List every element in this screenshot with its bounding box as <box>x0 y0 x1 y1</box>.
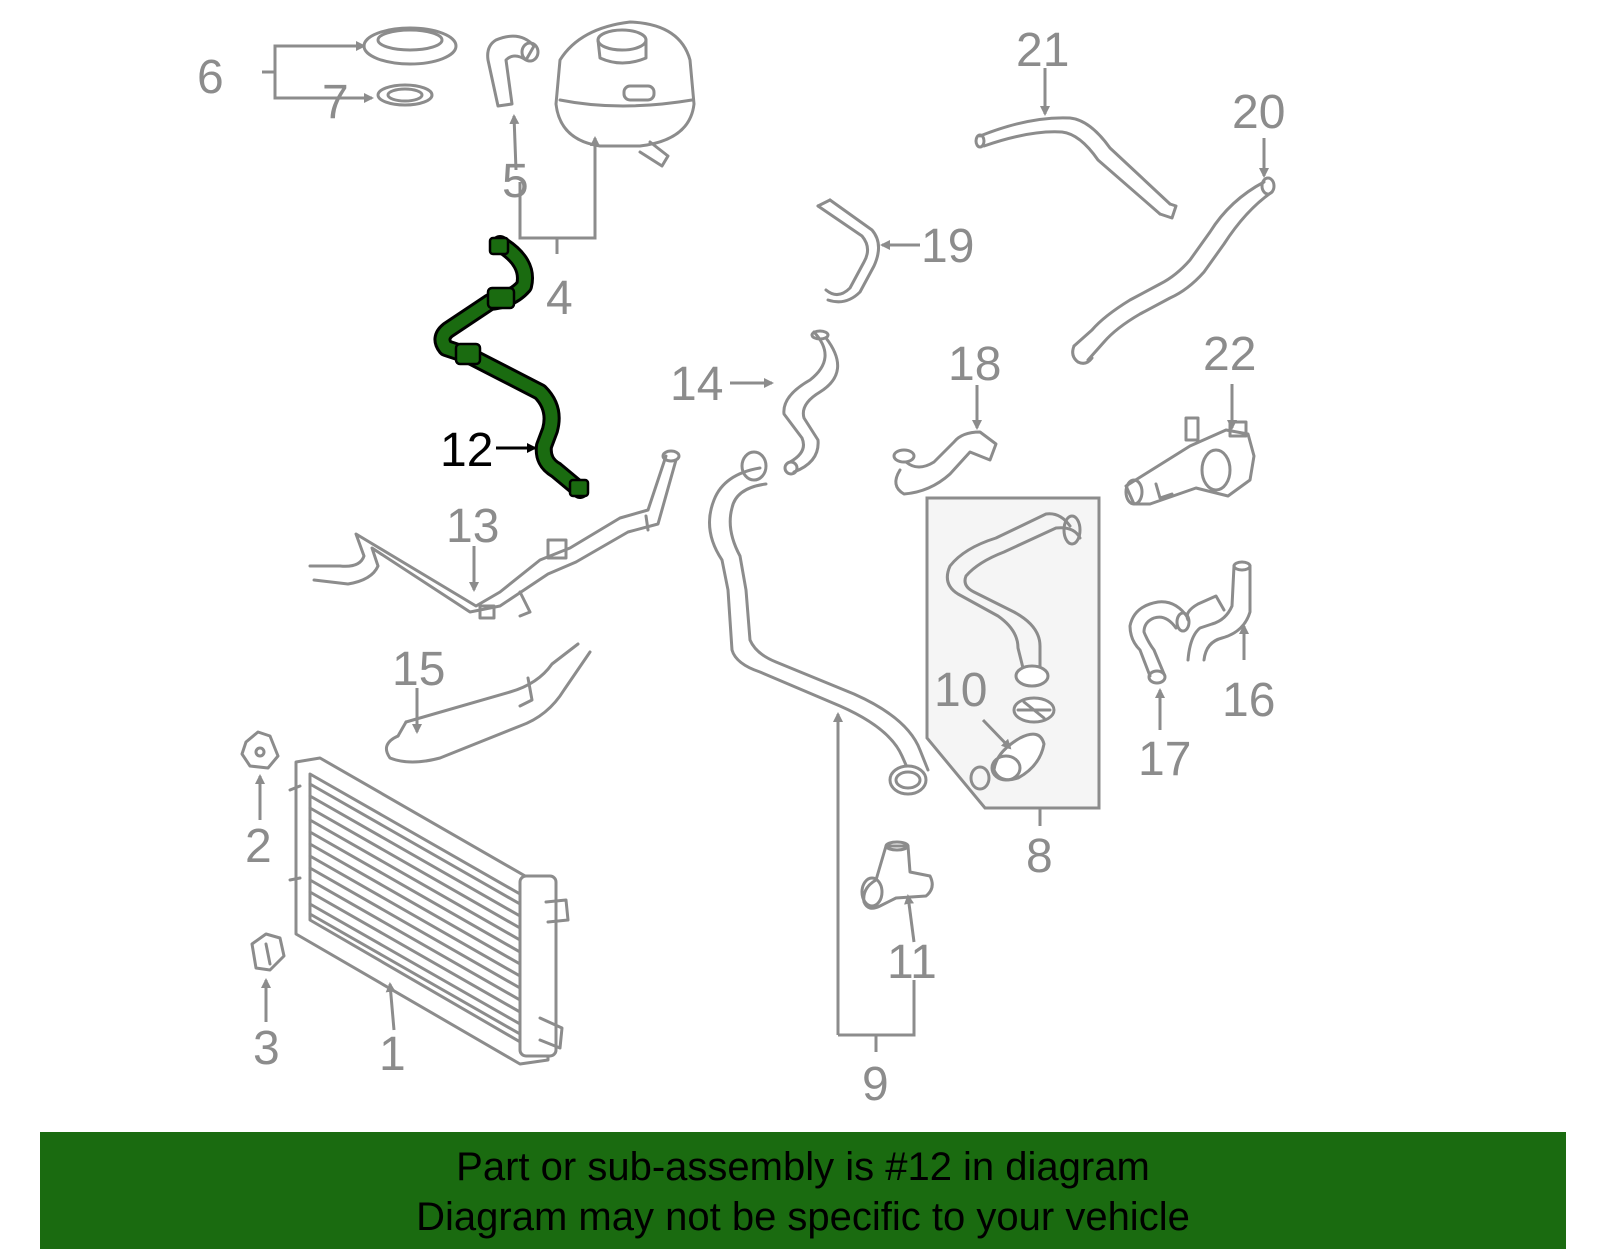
callout-10: 10 <box>934 664 987 717</box>
leader-1 <box>385 982 396 1031</box>
part-1-radiator[interactable] <box>288 756 570 1066</box>
part-7-seal[interactable] <box>376 83 434 107</box>
callout-16: 16 <box>1222 674 1275 727</box>
part-20-hose[interactable] <box>1071 176 1276 365</box>
callout-17: 17 <box>1138 733 1191 786</box>
part-15-hose[interactable] <box>384 642 592 764</box>
callout-12: 12 <box>440 424 493 477</box>
callout-3: 3 <box>253 1022 280 1075</box>
part-4-reservoir[interactable] <box>554 20 696 168</box>
leader-10 <box>981 718 1012 750</box>
callout-15: 15 <box>392 643 445 696</box>
callout-13: 13 <box>446 500 499 553</box>
part-16-hose[interactable] <box>1185 560 1252 662</box>
callout-21: 21 <box>1016 24 1069 77</box>
part-22-housing[interactable] <box>1124 416 1256 506</box>
callout-4: 4 <box>546 272 573 325</box>
part-18-hose[interactable] <box>892 430 998 496</box>
banner-line-2: Diagram may not be specific to your vehi… <box>416 1195 1190 1239</box>
part-13-pipe[interactable] <box>308 449 681 620</box>
callout-8: 8 <box>1026 830 1053 883</box>
leader-4 <box>518 136 600 254</box>
callout-5: 5 <box>502 155 529 208</box>
callout-18: 18 <box>948 338 1001 391</box>
callout-19: 19 <box>921 220 974 273</box>
part-5-elbow[interactable] <box>486 34 540 108</box>
leader-6-7 <box>262 41 374 103</box>
part-2-bracket[interactable] <box>240 730 280 770</box>
banner-line-1: Part or sub-assembly is #12 in diagram <box>456 1145 1150 1189</box>
part-8-kit[interactable] <box>925 496 1101 810</box>
part-21-hose[interactable] <box>974 116 1178 220</box>
banner-background <box>40 1132 1566 1249</box>
callout-14: 14 <box>670 358 723 411</box>
info-banner: Part or sub-assembly is #12 in diagram D… <box>40 1132 1566 1249</box>
callout-2: 2 <box>245 820 272 873</box>
callout-22: 22 <box>1203 328 1256 381</box>
callout-7: 7 <box>322 76 349 129</box>
part-17-hose[interactable] <box>1128 600 1191 685</box>
part-6-cap[interactable] <box>362 26 458 66</box>
part-3-bracket[interactable] <box>250 932 286 972</box>
callout-9: 9 <box>862 1058 889 1111</box>
part-11-flange[interactable] <box>860 840 934 910</box>
part-9-hose[interactable] <box>708 450 930 796</box>
leader-5 <box>509 114 520 171</box>
part-14-hose[interactable] <box>782 329 840 476</box>
leader-9 <box>833 712 916 1052</box>
part-12-hose-highlighted[interactable] <box>433 235 590 499</box>
part-19-hose[interactable] <box>816 198 880 304</box>
callout-6: 6 <box>197 51 224 104</box>
leader-11 <box>904 894 916 943</box>
callout-20: 20 <box>1232 86 1285 139</box>
callout-11: 11 <box>887 936 937 989</box>
callout-1: 1 <box>379 1028 406 1081</box>
